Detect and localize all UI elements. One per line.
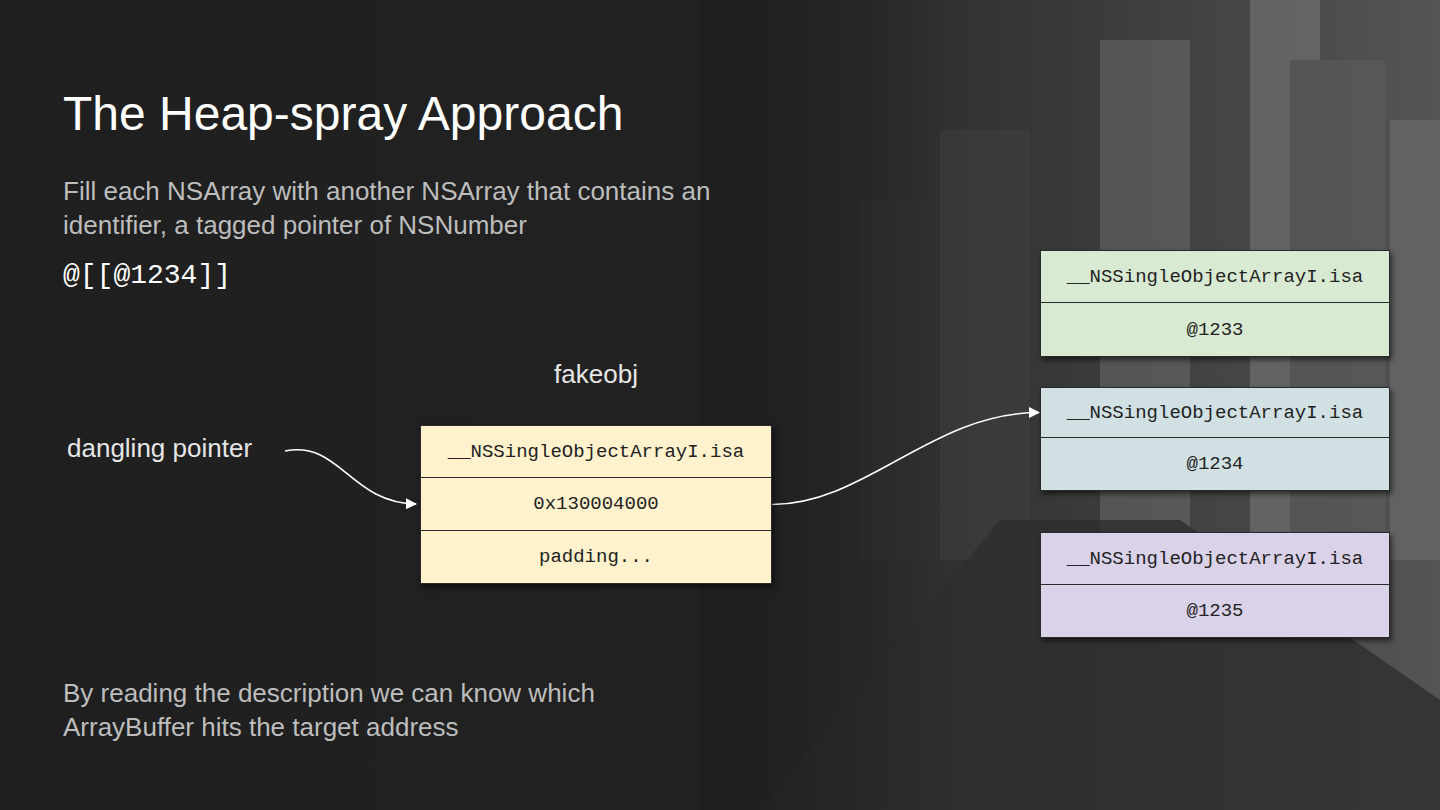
field-text: __NSSingleObjectArrayI.isa: [1067, 548, 1363, 570]
caption-text: By reading the description we can know w…: [63, 676, 703, 744]
field-text: __NSSingleObjectArrayI.isa: [1067, 402, 1363, 424]
memory-field: 0x130004000: [420, 478, 772, 531]
field-text: __NSSingleObjectArrayI.isa: [448, 441, 744, 463]
memory-field: __NSSingleObjectArrayI.isa: [1040, 387, 1390, 438]
code-text: @[[@1234]]: [63, 260, 231, 291]
field-text: @1235: [1186, 600, 1243, 622]
memory-object-box: __NSSingleObjectArrayI.isa @1233: [1040, 250, 1390, 357]
slide-title: The Heap-spray Approach: [63, 86, 623, 141]
memory-object-box: fakeobj__NSSingleObjectArrayI.isa0x13000…: [420, 425, 772, 584]
pointer-arrow: [772, 413, 1039, 505]
field-text: __NSSingleObjectArrayI.isa: [1067, 266, 1363, 288]
object-heading: fakeobj: [554, 359, 638, 390]
memory-field: __NSSingleObjectArrayI.isa: [1040, 250, 1390, 303]
memory-field: @1234: [1040, 438, 1390, 491]
memory-object-box: __NSSingleObjectArrayI.isa @1235: [1040, 532, 1390, 638]
field-text: 0x130004000: [533, 493, 658, 515]
pointer-label: dangling pointer: [67, 433, 252, 464]
memory-field: @1233: [1040, 303, 1390, 357]
memory-field: @1235: [1040, 585, 1390, 638]
memory-field: __NSSingleObjectArrayI.isa: [1040, 532, 1390, 585]
field-text: @1234: [1186, 453, 1243, 475]
field-text: padding...: [539, 546, 653, 568]
memory-field: padding...: [420, 531, 772, 584]
memory-field: __NSSingleObjectArrayI.isa: [420, 425, 772, 478]
leader-arrow: [285, 450, 416, 504]
memory-object-box: __NSSingleObjectArrayI.isa @1234: [1040, 387, 1390, 491]
field-text: @1233: [1186, 319, 1243, 341]
subtitle-text: Fill each NSArray with another NSArray t…: [63, 174, 753, 242]
